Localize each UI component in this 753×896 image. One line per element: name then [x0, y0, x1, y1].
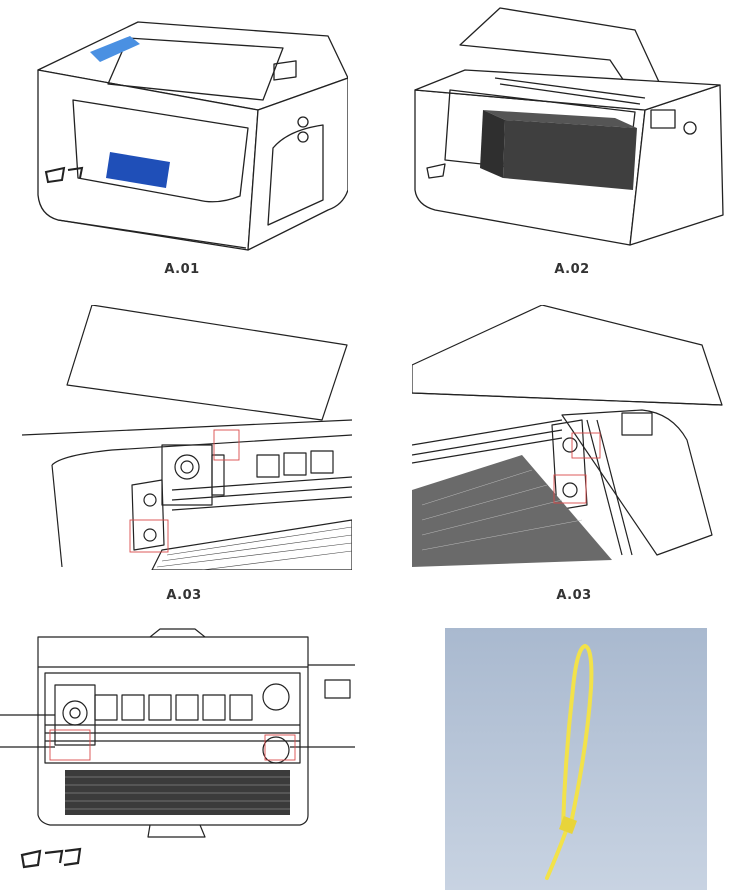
- figure-a03-left: [22, 305, 352, 570]
- figure-a02: [405, 0, 740, 255]
- zip-tie-photo: [445, 628, 707, 890]
- machine-closed-drawing: [37, 21, 348, 251]
- foam-block: [480, 110, 637, 190]
- caption-a03-left: A.03: [166, 588, 202, 603]
- honeycomb-bed: [156, 526, 352, 570]
- machine-open-drawing: [414, 7, 724, 246]
- brand-logo-icon-front: [20, 847, 82, 869]
- figure-a03-right: [412, 305, 742, 570]
- honeycomb-front: [65, 770, 290, 815]
- caption-a03-right: A.03: [556, 588, 592, 603]
- honeycomb-bed-right: [412, 455, 612, 567]
- machine-front-drawing: [0, 628, 355, 869]
- red-highlight-front: [49, 729, 296, 761]
- red-highlight-right: [553, 432, 601, 504]
- figure-a01: [18, 0, 348, 255]
- laser-head-drawing-right: [412, 305, 723, 567]
- tape-top: [90, 36, 140, 62]
- caption-a01: A.01: [164, 262, 200, 277]
- red-highlight: [129, 429, 240, 553]
- brand-logo-icon: [44, 166, 84, 184]
- tape-front: [106, 152, 170, 188]
- laser-head-drawing-left: [22, 305, 352, 570]
- figure-zip-tie-photo: [445, 628, 707, 890]
- caption-a02: A.02: [554, 262, 590, 277]
- figure-front-view: [0, 625, 355, 880]
